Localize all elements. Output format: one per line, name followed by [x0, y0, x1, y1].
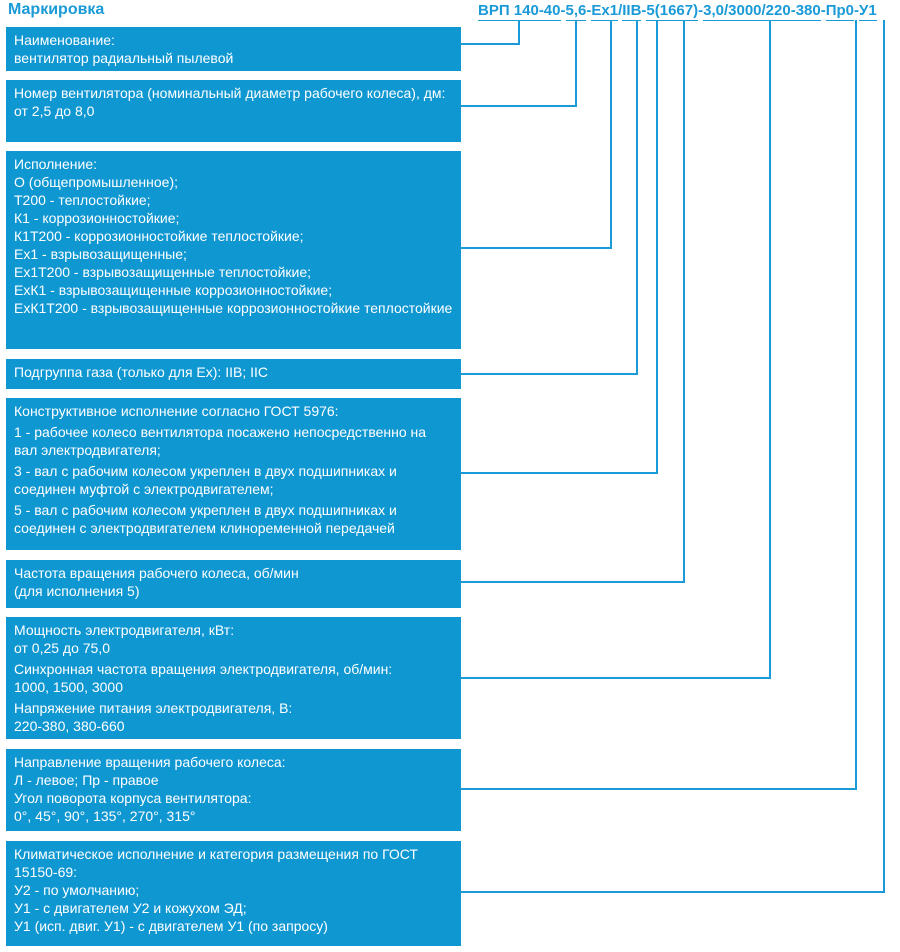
- connector-rpm: [461, 20, 685, 583]
- connector-size: [461, 20, 577, 107]
- box-name: Наименование: вентилятор радиальный пыле…: [6, 27, 461, 71]
- code-part-design: 5: [646, 2, 655, 21]
- box-line: 220-380, 380-660: [14, 718, 125, 734]
- marking-code: ВРП 140-40-5,6-Ех1/IIВ-5(1667)-3,0/3000/…: [478, 1, 877, 21]
- box-climate: Климатическое исполнение и категория раз…: [6, 841, 461, 946]
- box-line: Частота вращения рабочего колеса, об/мин: [14, 565, 299, 581]
- box-line: У1 (исп. двиг. У1) - с двигателем У1 (по…: [14, 918, 328, 934]
- connector-name: [461, 20, 520, 45]
- code-sep: -: [820, 2, 826, 19]
- box-line: К1 - коррозионностойкие;: [14, 210, 180, 226]
- code-part-size: 5,6: [565, 2, 587, 21]
- box-line: 3 - вал с рабочим колесом укреплен в дву…: [14, 463, 397, 497]
- code-sep: -: [854, 2, 860, 19]
- box-execution: Исполнение: О (общепромышленное); Т200 -…: [6, 151, 461, 349]
- box-line: вентилятор радиальный пылевой: [14, 50, 234, 66]
- box-line: ЕхК1 - взрывозащищенные коррозионностойк…: [14, 282, 333, 298]
- code-part-execution: Ех1: [591, 2, 619, 21]
- code-sep: -: [560, 2, 566, 19]
- code-sep: /: [618, 2, 623, 19]
- box-line: Подгруппа газа (только для Ex): IIB; IIC: [14, 364, 268, 380]
- box-line: Наименование:: [14, 32, 115, 48]
- box-line: 1 - рабочее колесо вентилятора посажено …: [14, 424, 427, 458]
- page-title: Маркировка: [8, 1, 105, 18]
- code-part-climate: У1: [859, 2, 877, 21]
- box-gas-group: Подгруппа газа (только для Ex): IIB; IIC: [6, 359, 461, 389]
- connector-climate: [461, 20, 885, 893]
- box-line: Напряжение питания электродвигателя, В:: [14, 700, 293, 716]
- box-line: 5 - вал с рабочим колесом укреплен в дву…: [14, 502, 397, 536]
- box-rotation: Направление вращения рабочего колеса: Л …: [6, 749, 461, 831]
- box-line: Синхронная частота вращения электродвига…: [14, 661, 393, 677]
- box-rpm: Частота вращения рабочего колеса, об/мин…: [6, 560, 461, 608]
- box-motor: Мощность электродвигателя, кВт: от 0,25 …: [6, 617, 461, 739]
- connector-execution: [461, 20, 612, 249]
- code-part-rpm: (1667): [654, 2, 699, 21]
- box-line: от 2,5 до 8,0: [14, 103, 95, 119]
- box-line: Номер вентилятора (номинальный диаметр р…: [14, 85, 446, 101]
- code-sep: -: [641, 2, 647, 19]
- box-line: О (общепромышленное);: [14, 174, 179, 190]
- box-line: Мощность электродвигателя, кВт:: [14, 622, 235, 638]
- box-line: Угол поворота корпуса вентилятора:: [14, 790, 252, 806]
- code-part-motor: 3,0/3000/220-380: [703, 2, 821, 21]
- box-line: Т200 - теплостойкие;: [14, 192, 151, 208]
- box-fan-size: Номер вентилятора (номинальный диаметр р…: [6, 80, 461, 142]
- box-line: 0°, 45°, 90°, 135°, 270°, 315°: [14, 808, 196, 824]
- box-line: Ех1Т200 - взрывозащищенные теплостойкие;: [14, 264, 312, 280]
- connector-motor: [461, 20, 771, 679]
- box-line: Конструктивное исполнение согласно ГОСТ …: [14, 403, 339, 419]
- code-sep: -: [698, 2, 704, 19]
- box-line: ЕхК1Т200 - взрывозащищенные коррозионнос…: [14, 300, 453, 316]
- box-line: Л - левое; Пр - правое: [14, 772, 159, 788]
- box-line: К1Т200 - коррозионностойкие теплостойкие…: [14, 228, 304, 244]
- box-line: Исполнение:: [14, 156, 98, 172]
- box-line: У1 - с двигателем У2 и кожухом ЭД;: [14, 900, 247, 916]
- box-line: (для исполнения 5): [14, 583, 140, 599]
- connector-rotation: [461, 20, 857, 790]
- box-line: У2 - по умолчанию;: [14, 882, 140, 898]
- box-line: Климатическое исполнение и категория раз…: [14, 846, 418, 880]
- connector-gas-group: [461, 20, 638, 375]
- code-sep: -: [586, 2, 592, 19]
- code-part-rotation: Пр0: [825, 2, 855, 21]
- box-design: Конструктивное исполнение согласно ГОСТ …: [6, 398, 461, 550]
- code-part-series: ВРП 140-40: [478, 2, 561, 21]
- code-part-gas-group: IIВ: [622, 2, 642, 21]
- box-line: Ех1 - взрывозащищенные;: [14, 246, 187, 262]
- box-line: 1000, 1500, 3000: [14, 679, 123, 695]
- connector-design: [461, 20, 658, 474]
- box-line: от 0,25 до 75,0: [14, 640, 111, 656]
- box-line: Направление вращения рабочего колеса:: [14, 754, 286, 770]
